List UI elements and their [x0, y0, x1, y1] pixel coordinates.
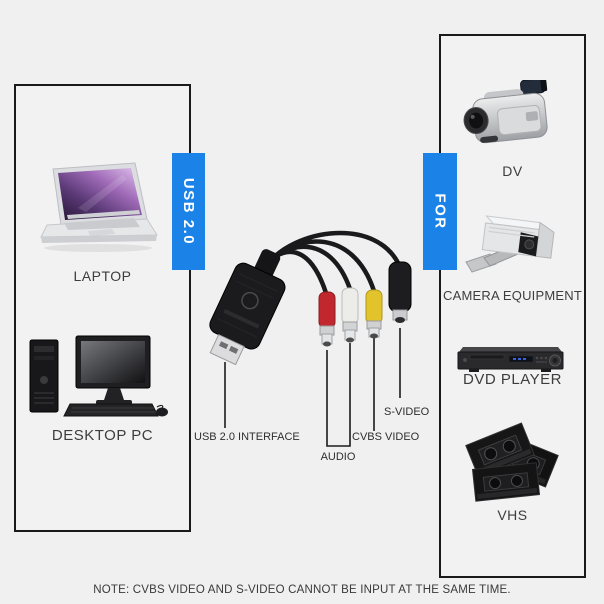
camera-equipment-image [460, 208, 560, 286]
camera-equipment-label: CAMERA EQUIPMENT [443, 288, 582, 303]
audio-white-connector [341, 287, 359, 343]
audio-red-connector [318, 291, 336, 347]
laptop-image [36, 162, 158, 256]
dv-camcorder-image [460, 80, 560, 156]
laptop-label: LAPTOP [73, 268, 132, 284]
cvbs-video-label: CVBS VIDEO [352, 431, 420, 443]
source-devices-panel [14, 84, 191, 532]
for-banner: FOR [423, 153, 457, 270]
cvbs-yellow-connector [365, 289, 383, 339]
desktop-pc-image [26, 334, 168, 422]
footer-note: NOTE: CVBS VIDEO AND S-VIDEO CANNOT BE I… [93, 584, 511, 596]
s-video-connector [388, 261, 412, 323]
usb-dongle [209, 249, 286, 366]
dvd-player-image [455, 343, 567, 375]
dv-camcorder-label: DV [502, 163, 523, 179]
dvd-player-label: DVD PLAYER [463, 371, 562, 388]
label-leader-lines [224, 328, 401, 447]
usb-interface-label: USB 2.0 INTERFACE [194, 431, 300, 443]
s-video-label: S-VIDEO [384, 406, 430, 418]
vhs-tapes-image [458, 422, 562, 510]
audio-label: AUDIO [320, 451, 356, 463]
desktop-pc-label: DESKTOP PC [51, 427, 154, 444]
usb2-banner: USB 2.0 [172, 153, 205, 270]
capture-adapter-image [195, 205, 435, 470]
vhs-tapes-label: VHS [497, 507, 528, 523]
